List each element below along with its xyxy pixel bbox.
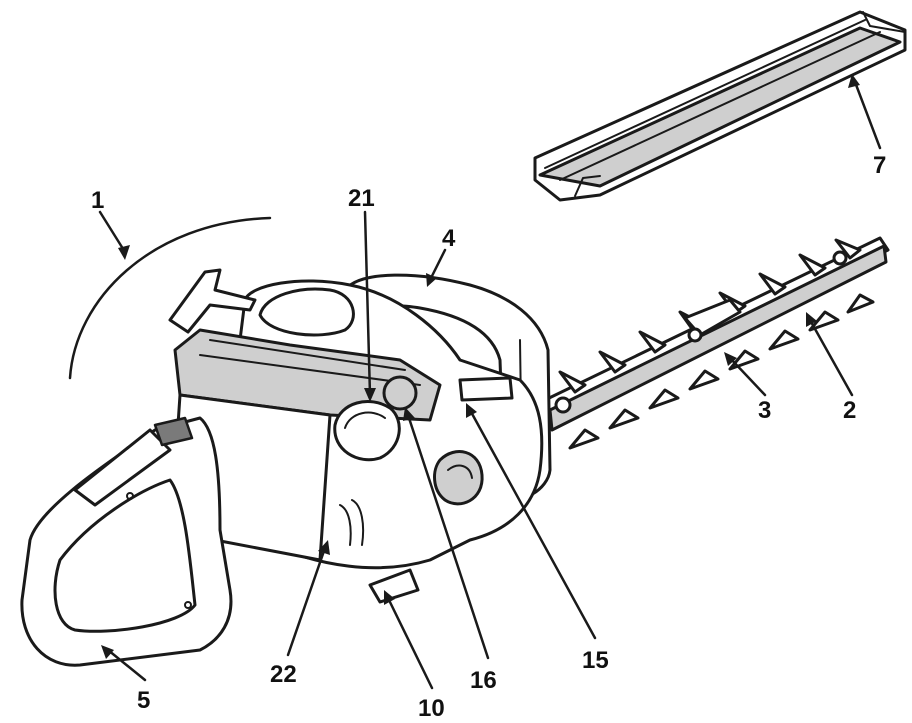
label-plate <box>368 568 420 604</box>
leader-lines <box>98 74 882 690</box>
blade-bolt <box>687 327 703 343</box>
blade-teeth <box>558 238 875 450</box>
leader-2 <box>808 318 854 397</box>
fuel-tank-cap <box>333 400 401 462</box>
callout-10: 10 <box>418 695 445 722</box>
callout-labels: 1 7 21 4 3 2 15 16 22 10 5 <box>91 152 886 722</box>
callout-16: 16 <box>470 667 497 694</box>
rear-handle-grip-opening <box>53 478 197 633</box>
cutter-blade <box>543 236 890 450</box>
leader-3 <box>728 356 767 397</box>
leader-7 <box>853 80 882 150</box>
side-vent <box>433 450 484 506</box>
callout-1: 1 <box>91 187 104 214</box>
leader-22 <box>286 546 327 657</box>
throttle-lockout <box>153 416 194 447</box>
leader-15 <box>468 408 597 640</box>
leader-4 <box>428 248 447 282</box>
callout-3: 3 <box>758 397 771 424</box>
callout-7: 7 <box>873 152 886 179</box>
starter-grip <box>168 268 257 334</box>
leader-21 <box>363 210 372 397</box>
blade-bolt <box>832 250 848 266</box>
throttle-trigger <box>73 428 172 507</box>
callout-22: 22 <box>270 661 297 688</box>
fuel-tank-cap-top <box>258 287 355 337</box>
blade-cover <box>533 10 907 202</box>
callout-4: 4 <box>442 225 456 252</box>
primer-bulb <box>382 375 418 411</box>
leader-5 <box>106 648 147 682</box>
leader-1 <box>98 210 127 254</box>
leader-10 <box>386 596 434 690</box>
rear-handle <box>20 416 233 667</box>
callout-21: 21 <box>348 185 375 212</box>
callout-2: 2 <box>843 397 856 424</box>
rotation-arc <box>68 216 272 380</box>
leader-16 <box>406 413 490 660</box>
callout-15: 15 <box>582 647 609 674</box>
choke-lever <box>458 376 514 402</box>
callout-5: 5 <box>137 687 150 714</box>
blade-bolt <box>554 396 572 414</box>
